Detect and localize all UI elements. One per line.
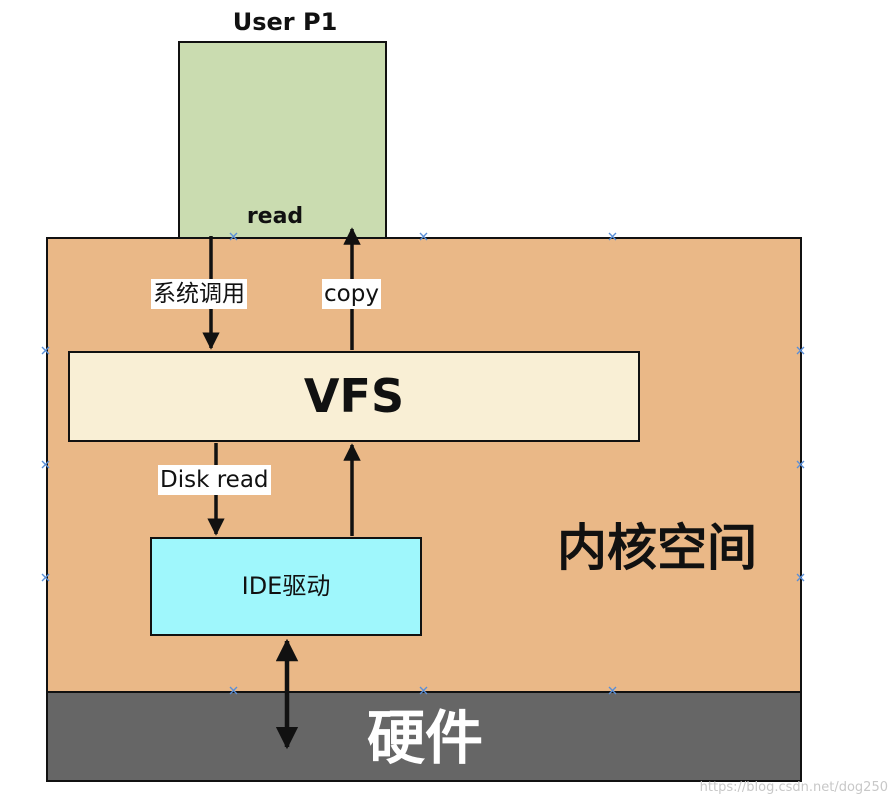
vfs-label: VFS bbox=[303, 369, 405, 423]
disk-read-edge-label: Disk read bbox=[158, 465, 271, 495]
ide-driver-box[interactable] bbox=[150, 537, 422, 636]
user-process-box[interactable] bbox=[178, 41, 387, 240]
read-label: read bbox=[246, 204, 304, 229]
watermark: https://blog.csdn.net/dog250 bbox=[699, 780, 888, 795]
syscall-edge-label: 系统调用 bbox=[151, 279, 247, 309]
ide-driver-label: IDE驱动 bbox=[241, 572, 331, 600]
copy-edge-label: copy bbox=[322, 279, 381, 309]
hardware-label: 硬件 bbox=[366, 704, 483, 772]
hardware-box[interactable] bbox=[46, 691, 802, 782]
user-process-title: User P1 bbox=[232, 8, 338, 36]
selection-handle-icon bbox=[41, 232, 805, 695]
vfs-box[interactable] bbox=[68, 351, 640, 442]
kernel-space-label: 内核空间 bbox=[557, 519, 757, 577]
selection-handles[interactable] bbox=[41, 232, 805, 695]
